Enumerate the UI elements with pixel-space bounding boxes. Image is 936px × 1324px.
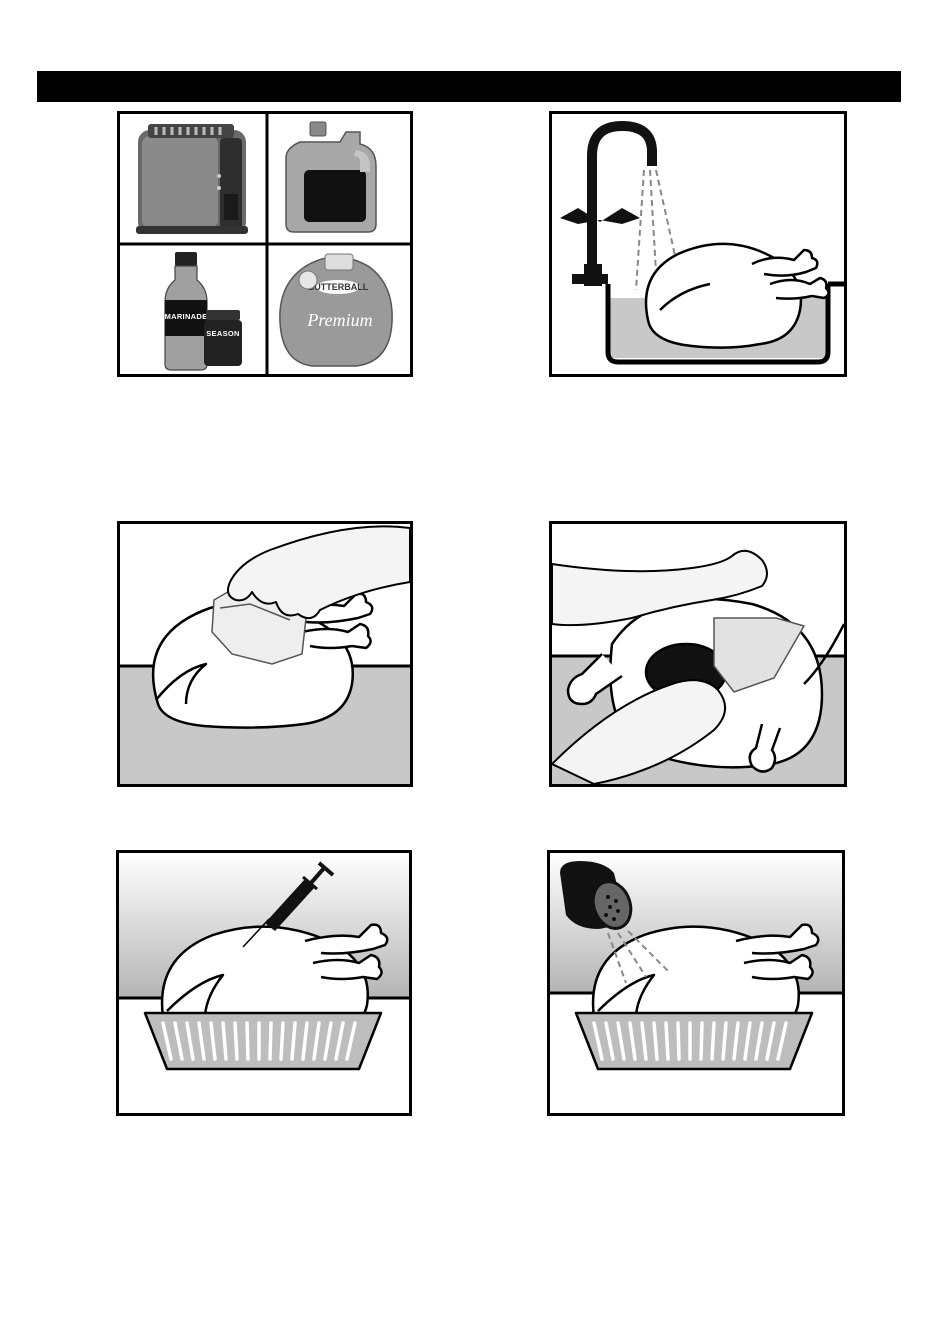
season-jar-icon: SEASON xyxy=(204,310,242,366)
roasting-pan-icon xyxy=(576,1013,812,1069)
oil-jug-icon xyxy=(286,122,376,232)
pat-dry-illustration xyxy=(120,524,410,784)
supplies-panel: MARINADE SEASON BUTTERBALL Premium xyxy=(117,111,413,377)
marinade-bottle-icon: MARINADE xyxy=(165,252,208,370)
marinade-label: MARINADE xyxy=(165,312,208,321)
cavity-dry-illustration xyxy=(552,524,844,784)
sink-thaw-illustration xyxy=(552,114,844,374)
dry-cavity-panel xyxy=(549,521,847,787)
turkey-brand-label: BUTTERBALL xyxy=(308,282,369,292)
pat-dry-panel xyxy=(117,521,413,787)
section-header-bar xyxy=(37,71,901,102)
inject-illustration xyxy=(119,853,409,1113)
inject-marinade-panel xyxy=(116,850,412,1116)
thaw-in-sink-panel xyxy=(549,111,847,377)
electric-fryer-icon xyxy=(136,124,248,234)
season-panel xyxy=(547,850,845,1116)
packaged-turkey-icon: BUTTERBALL Premium xyxy=(280,254,392,366)
season-illustration xyxy=(550,853,842,1113)
season-label: SEASON xyxy=(206,329,239,338)
turkey-tagline-label: Premium xyxy=(306,310,372,330)
supplies-illustration: MARINADE SEASON BUTTERBALL Premium xyxy=(120,114,410,374)
roasting-pan-icon xyxy=(145,1013,381,1069)
